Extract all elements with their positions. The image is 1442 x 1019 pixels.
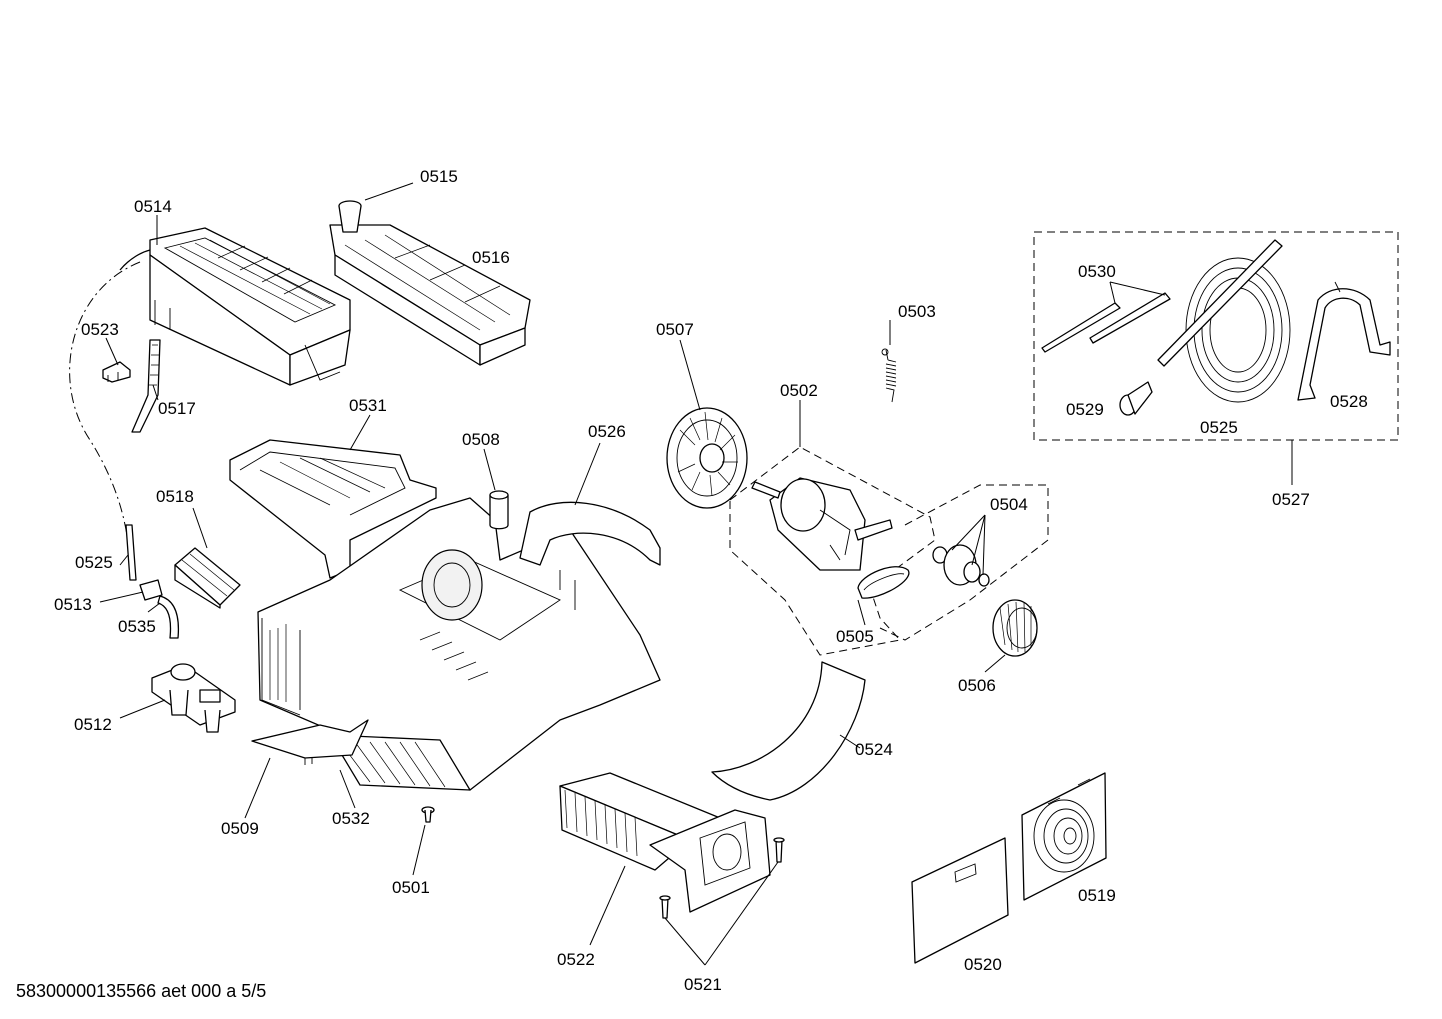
label-0531: 0531 bbox=[349, 396, 387, 415]
label-0532: 0532 bbox=[332, 809, 370, 828]
label-0529: 0529 bbox=[1066, 400, 1104, 419]
part-0518-drawing bbox=[174, 547, 241, 609]
label-0520: 0520 bbox=[964, 955, 1002, 974]
label-0515: 0515 bbox=[420, 167, 458, 186]
label-0507: 0507 bbox=[656, 320, 694, 339]
part-0530-drawing bbox=[1041, 292, 1171, 353]
part-0525-hose-path bbox=[69, 261, 141, 566]
part-0525-hose-end bbox=[125, 524, 137, 581]
part-0507-drawing bbox=[666, 407, 748, 509]
label-0504: 0504 bbox=[990, 495, 1028, 514]
part-0521-drawing bbox=[659, 837, 785, 919]
label-0505: 0505 bbox=[836, 627, 874, 646]
part-0523-drawing bbox=[102, 361, 131, 383]
part-0506-drawing bbox=[992, 599, 1038, 657]
label-0528: 0528 bbox=[1330, 392, 1368, 411]
label-0509: 0509 bbox=[221, 819, 259, 838]
part-base-drawing bbox=[257, 497, 661, 791]
label-0527: 0527 bbox=[1272, 490, 1310, 509]
part-0529-drawing bbox=[1119, 381, 1153, 416]
part-0527-kit-outline bbox=[1033, 231, 1399, 441]
part-0513-drawing bbox=[139, 579, 163, 601]
label-0517: 0517 bbox=[158, 399, 196, 418]
label-0514: 0514 bbox=[134, 197, 172, 216]
label-0506: 0506 bbox=[958, 676, 996, 695]
label-0502: 0502 bbox=[780, 381, 818, 400]
label-0501: 0501 bbox=[392, 878, 430, 897]
part-0517-drawing bbox=[131, 339, 161, 433]
label-0525-kit: 0525 bbox=[1200, 418, 1238, 437]
label-0521: 0521 bbox=[684, 975, 722, 994]
part-0509-drawing bbox=[251, 719, 369, 765]
part-0525-coil-drawing bbox=[1157, 239, 1291, 403]
label-0516: 0516 bbox=[472, 248, 510, 267]
label-0530: 0530 bbox=[1078, 262, 1116, 281]
part-0504-drawing bbox=[932, 544, 990, 587]
part-labels: 0501 0502 0503 0504 0505 0506 0507 0508 … bbox=[54, 167, 1368, 994]
label-0522: 0522 bbox=[557, 950, 595, 969]
part-0524-drawing bbox=[711, 661, 866, 801]
label-0535: 0535 bbox=[118, 617, 156, 636]
part-0508-drawing bbox=[489, 490, 509, 530]
label-0508: 0508 bbox=[462, 430, 500, 449]
part-0519-drawing bbox=[1021, 772, 1107, 901]
label-0526: 0526 bbox=[588, 422, 626, 441]
part-0516-drawing bbox=[329, 200, 531, 366]
label-0503: 0503 bbox=[898, 302, 936, 321]
label-0523: 0523 bbox=[81, 320, 119, 339]
label-0512: 0512 bbox=[74, 715, 112, 734]
part-0505-drawing bbox=[857, 566, 910, 599]
part-0531-drawing bbox=[229, 439, 437, 579]
label-0524: 0524 bbox=[855, 740, 893, 759]
part-0528-drawing bbox=[1297, 281, 1391, 401]
leader-lines bbox=[99, 182, 1293, 966]
label-0519: 0519 bbox=[1078, 886, 1116, 905]
part-0526-drawing bbox=[519, 501, 661, 610]
document-footer: 58300000135566 aet 000 a 5/5 bbox=[16, 981, 266, 1001]
part-0504-group-outline bbox=[879, 484, 1049, 641]
part-0535-drawing bbox=[157, 595, 180, 639]
label-0525-left: 0525 bbox=[75, 553, 113, 572]
part-0514-drawing bbox=[149, 227, 351, 386]
part-0501-drawing bbox=[421, 806, 435, 823]
part-0502-group-outline bbox=[729, 446, 936, 656]
label-0518: 0518 bbox=[156, 487, 194, 506]
label-0513: 0513 bbox=[54, 595, 92, 614]
part-0512-drawing bbox=[151, 663, 236, 733]
part-0503-drawing bbox=[881, 348, 897, 403]
part-0502-drawing bbox=[751, 477, 893, 571]
part-0522-drawing bbox=[559, 772, 771, 913]
part-0525-hose-top bbox=[119, 249, 151, 271]
part-0520-drawing bbox=[911, 837, 1009, 964]
